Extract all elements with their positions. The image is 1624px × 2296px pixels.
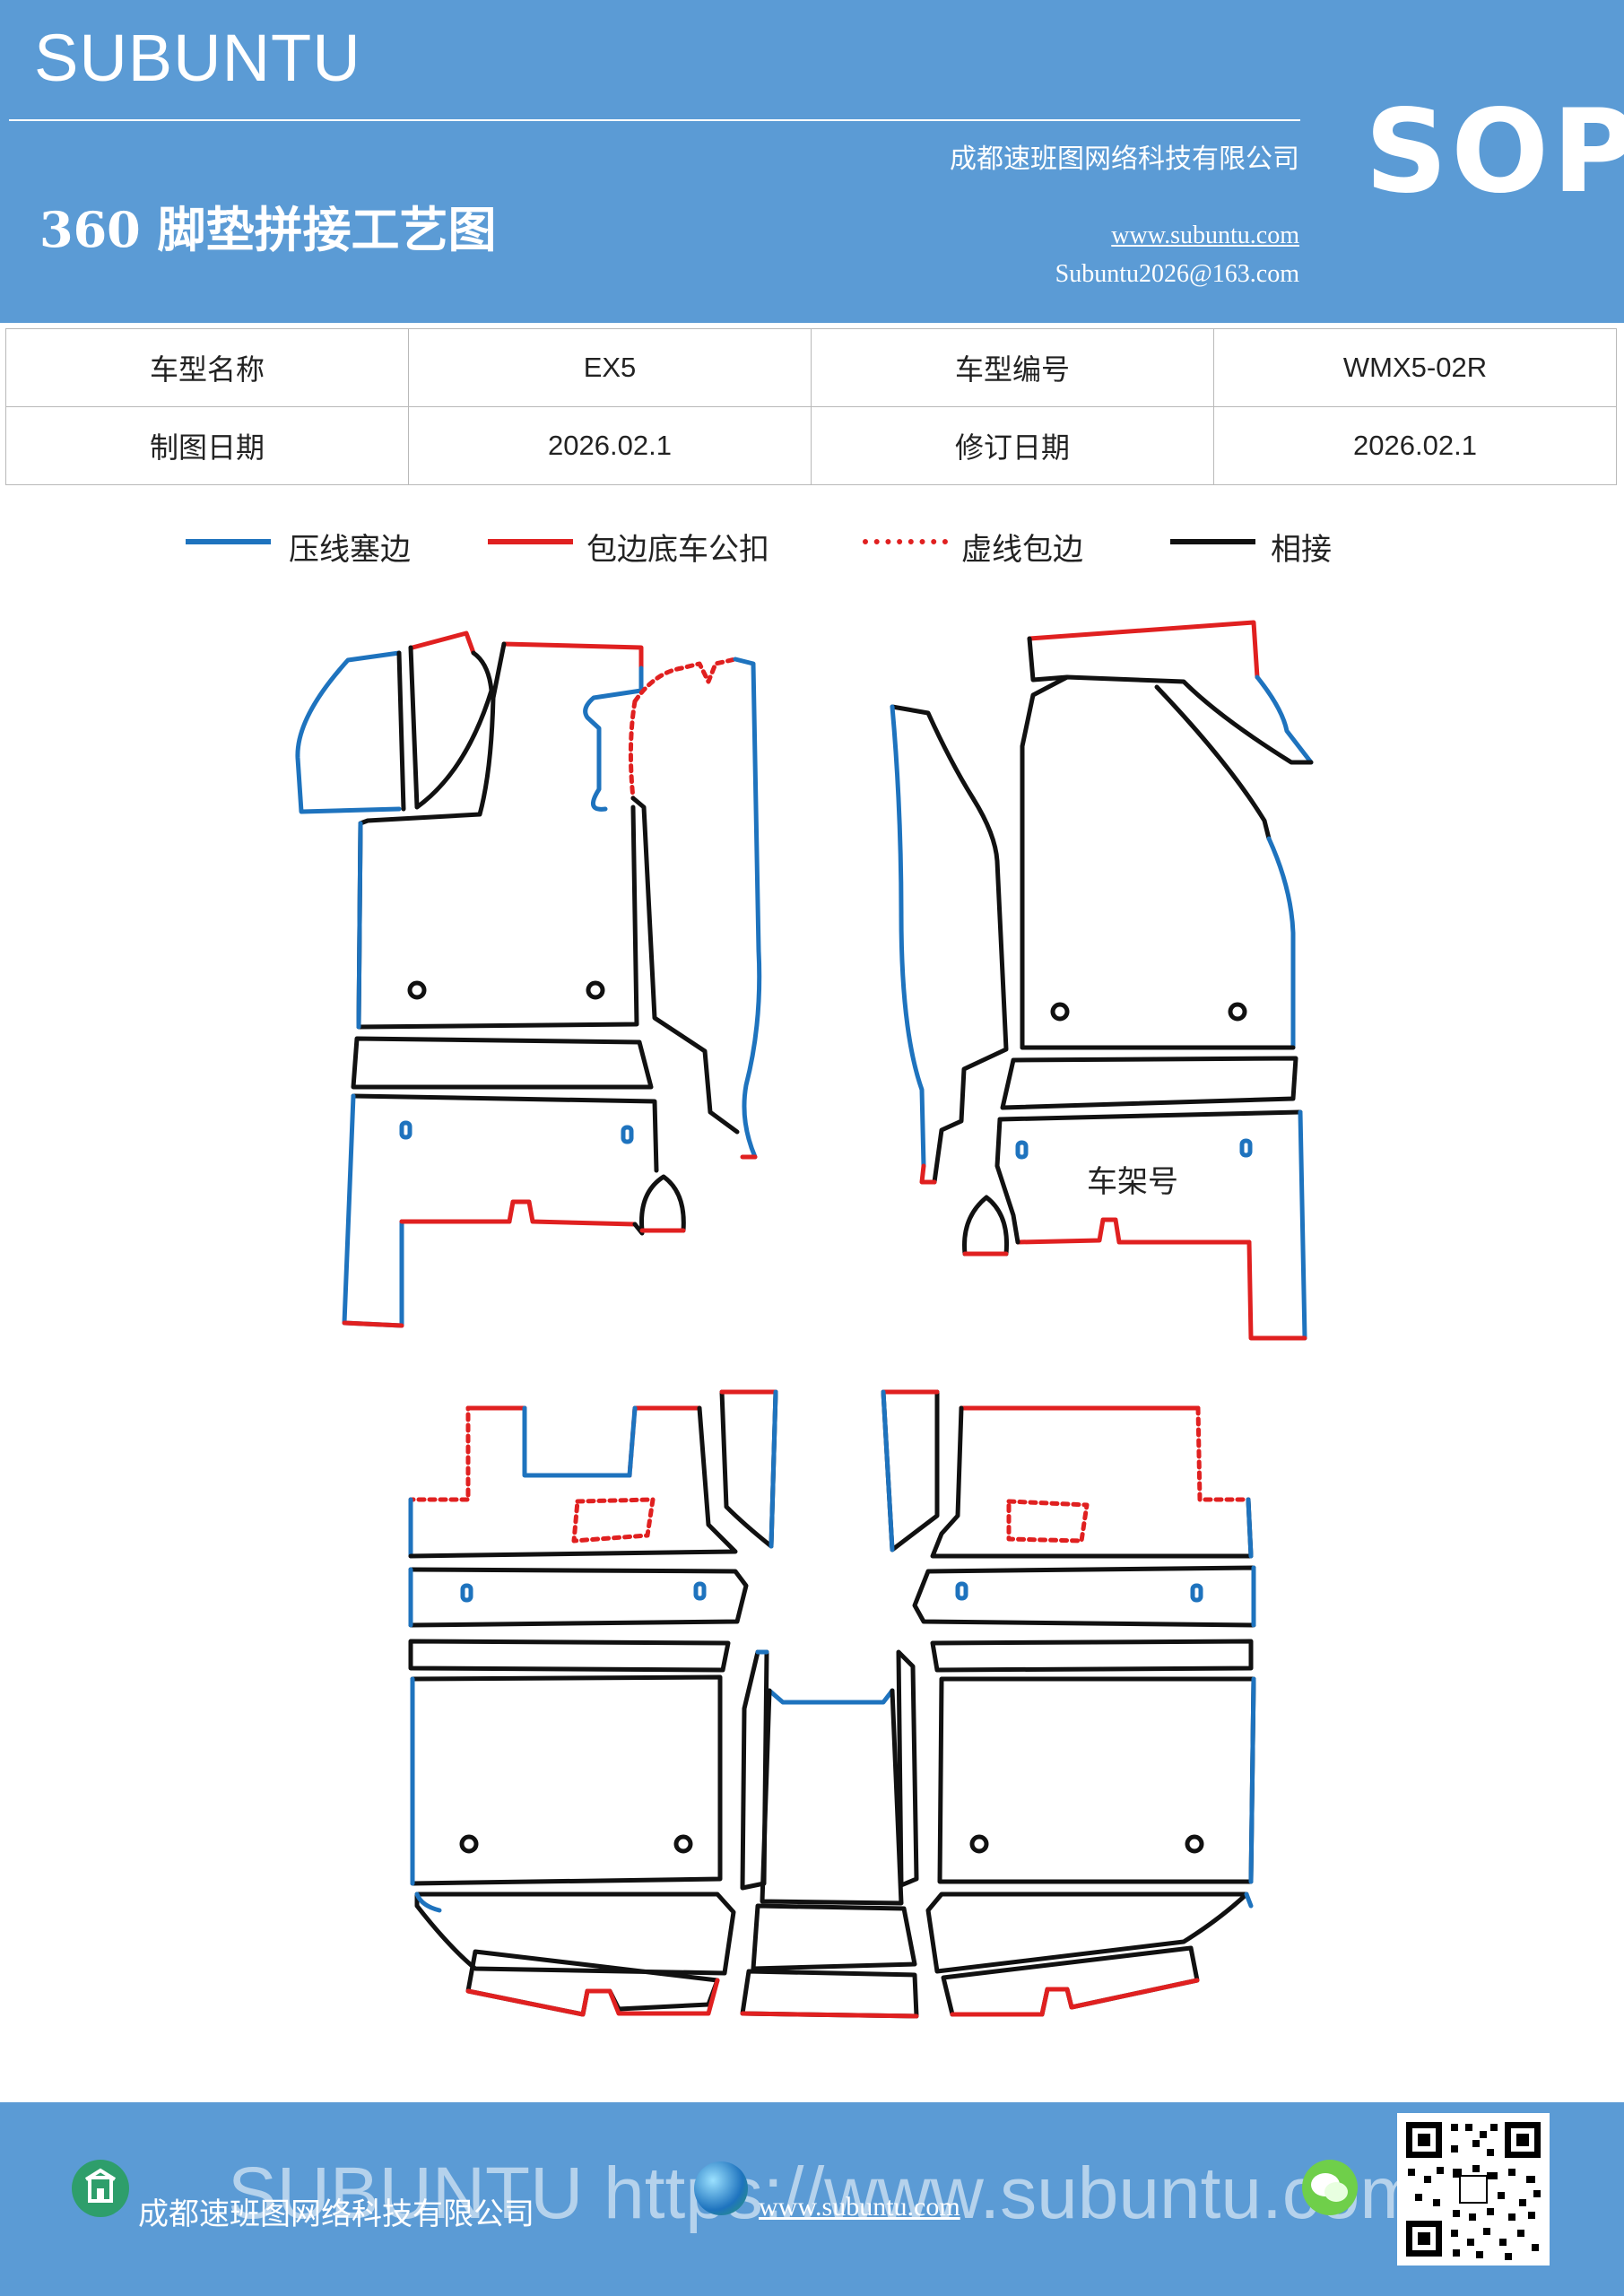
legend-swatch-red <box>488 539 573 544</box>
table-cell: 修订日期 <box>811 406 1214 485</box>
legend-label: 虚线包边 <box>961 532 1083 568</box>
table-row: 车型名称 EX5 车型编号 WMX5-02R <box>5 328 1617 407</box>
table-cell: EX5 <box>408 328 812 407</box>
legend-swatch-black <box>1170 539 1255 544</box>
table-cell: 车型名称 <box>5 328 409 407</box>
table-cell: 2026.02.1 <box>1213 406 1617 485</box>
legend-label: 压线塞边 <box>289 532 411 568</box>
legend-swatch-blue <box>186 539 271 544</box>
sop-badge: SOP <box>1365 85 1624 219</box>
building-icon <box>72 2160 129 2217</box>
table-cell: WMX5-02R <box>1213 328 1617 407</box>
table-cell: 车型编号 <box>811 328 1214 407</box>
legend-label: 包边底车公扣 <box>586 532 769 568</box>
table-row: 制图日期 2026.02.1 修订日期 2026.02.1 <box>5 406 1617 485</box>
page-title: 360 脚垫拼接工艺图 <box>39 201 497 258</box>
table-cell: 2026.02.1 <box>408 406 812 485</box>
email-address: Subuntu2026@163.com <box>1055 260 1299 288</box>
vin-label: 车架号 <box>1087 1164 1178 1200</box>
footer-company-name: 成都速班图网络科技有限公司 <box>138 2196 534 2232</box>
rear-left-mat <box>408 1389 778 2017</box>
globe-icon <box>694 2161 748 2215</box>
rear-right-mat <box>881 1389 1256 2017</box>
table-cell: 制图日期 <box>5 406 409 485</box>
company-name: 成都速班图网络科技有限公司 <box>950 144 1299 175</box>
header-divider <box>9 119 1300 121</box>
rear-center-mat <box>740 1649 919 2019</box>
line-legend: 压线塞边 包边底车公扣 虚线包边 相接 <box>0 529 1624 574</box>
footer-website-link[interactable]: www.subuntu.com <box>759 2192 960 2222</box>
brand-logo-text: SUBUNTU <box>34 21 361 95</box>
legend-swatch-red-dotted <box>863 539 948 544</box>
front-right-mat <box>890 620 1314 1341</box>
footer-banner: SUBUNTU https://www.subuntu.com 成都速班图网络科… <box>0 2102 1624 2296</box>
vehicle-info-table: 车型名称 EX5 车型编号 WMX5-02R 制图日期 2026.02.1 修订… <box>5 328 1617 485</box>
website-link[interactable]: www.subuntu.com <box>1111 222 1299 249</box>
watermark-text: SUBUNTU https://www.subuntu.com <box>228 2152 1421 2234</box>
qr-code <box>1397 2113 1550 2266</box>
legend-label: 相接 <box>1271 532 1332 568</box>
front-left-mat <box>295 631 762 1328</box>
wechat-icon[interactable] <box>1302 2160 1358 2215</box>
header-banner: SUBUNTU 360 脚垫拼接工艺图 成都速班图网络科技有限公司 www.su… <box>0 0 1624 323</box>
